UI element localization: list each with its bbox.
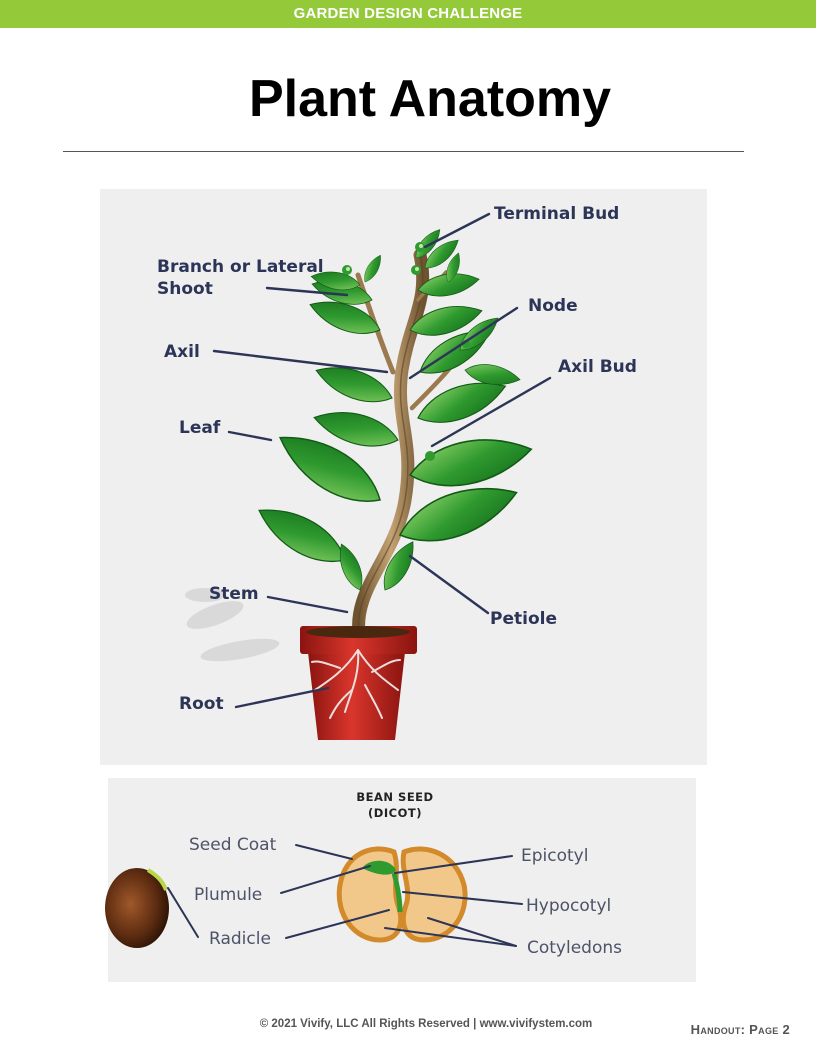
label-node: Node bbox=[528, 296, 578, 316]
flower-pot bbox=[300, 626, 417, 740]
seed-title-line2: (DICOT) bbox=[368, 806, 422, 820]
label-radicle: Radicle bbox=[209, 929, 271, 949]
seed-title-line1: BEAN SEED bbox=[356, 790, 434, 804]
label-petiole: Petiole bbox=[490, 609, 557, 629]
title-divider bbox=[63, 151, 744, 152]
label-axil-bud: Axil Bud bbox=[558, 357, 637, 377]
label-branch-line1: Branch or Lateral bbox=[157, 257, 324, 277]
label-leaf: Leaf bbox=[179, 418, 221, 438]
label-epicotyl: Epicotyl bbox=[521, 846, 589, 866]
footer-copyright: © 2021 Vivify, LLC All Rights Reserved |… bbox=[259, 1018, 593, 1030]
bean-seed-halves bbox=[336, 846, 468, 943]
label-cotyledons: Cotyledons bbox=[527, 938, 623, 958]
label-stem: Stem bbox=[209, 584, 259, 604]
plant-illustration bbox=[249, 225, 537, 647]
label-seed-coat: Seed Coat bbox=[189, 835, 277, 855]
label-terminal-bud: Terminal Bud bbox=[494, 204, 620, 224]
header-banner: GARDEN DESIGN CHALLENGE bbox=[0, 0, 816, 28]
whole-bean-seed bbox=[105, 868, 169, 948]
label-root: Root bbox=[179, 694, 224, 714]
seed-diagram-title: BEAN SEED (DICOT) bbox=[330, 789, 460, 821]
page-title: Plant Anatomy bbox=[248, 70, 612, 128]
handout-page-label: Handout: Page 2 bbox=[690, 1022, 790, 1037]
label-plumule: Plumule bbox=[194, 885, 263, 905]
plant-shadow bbox=[185, 588, 280, 662]
seed-diagram-panel bbox=[108, 778, 696, 982]
label-hypocotyl: Hypocotyl bbox=[526, 896, 612, 916]
label-branch-line2: Shoot bbox=[157, 279, 213, 299]
seed-leader-lines bbox=[167, 844, 523, 947]
plant-leader-lines bbox=[212, 212, 552, 709]
label-axil: Axil bbox=[164, 342, 200, 362]
